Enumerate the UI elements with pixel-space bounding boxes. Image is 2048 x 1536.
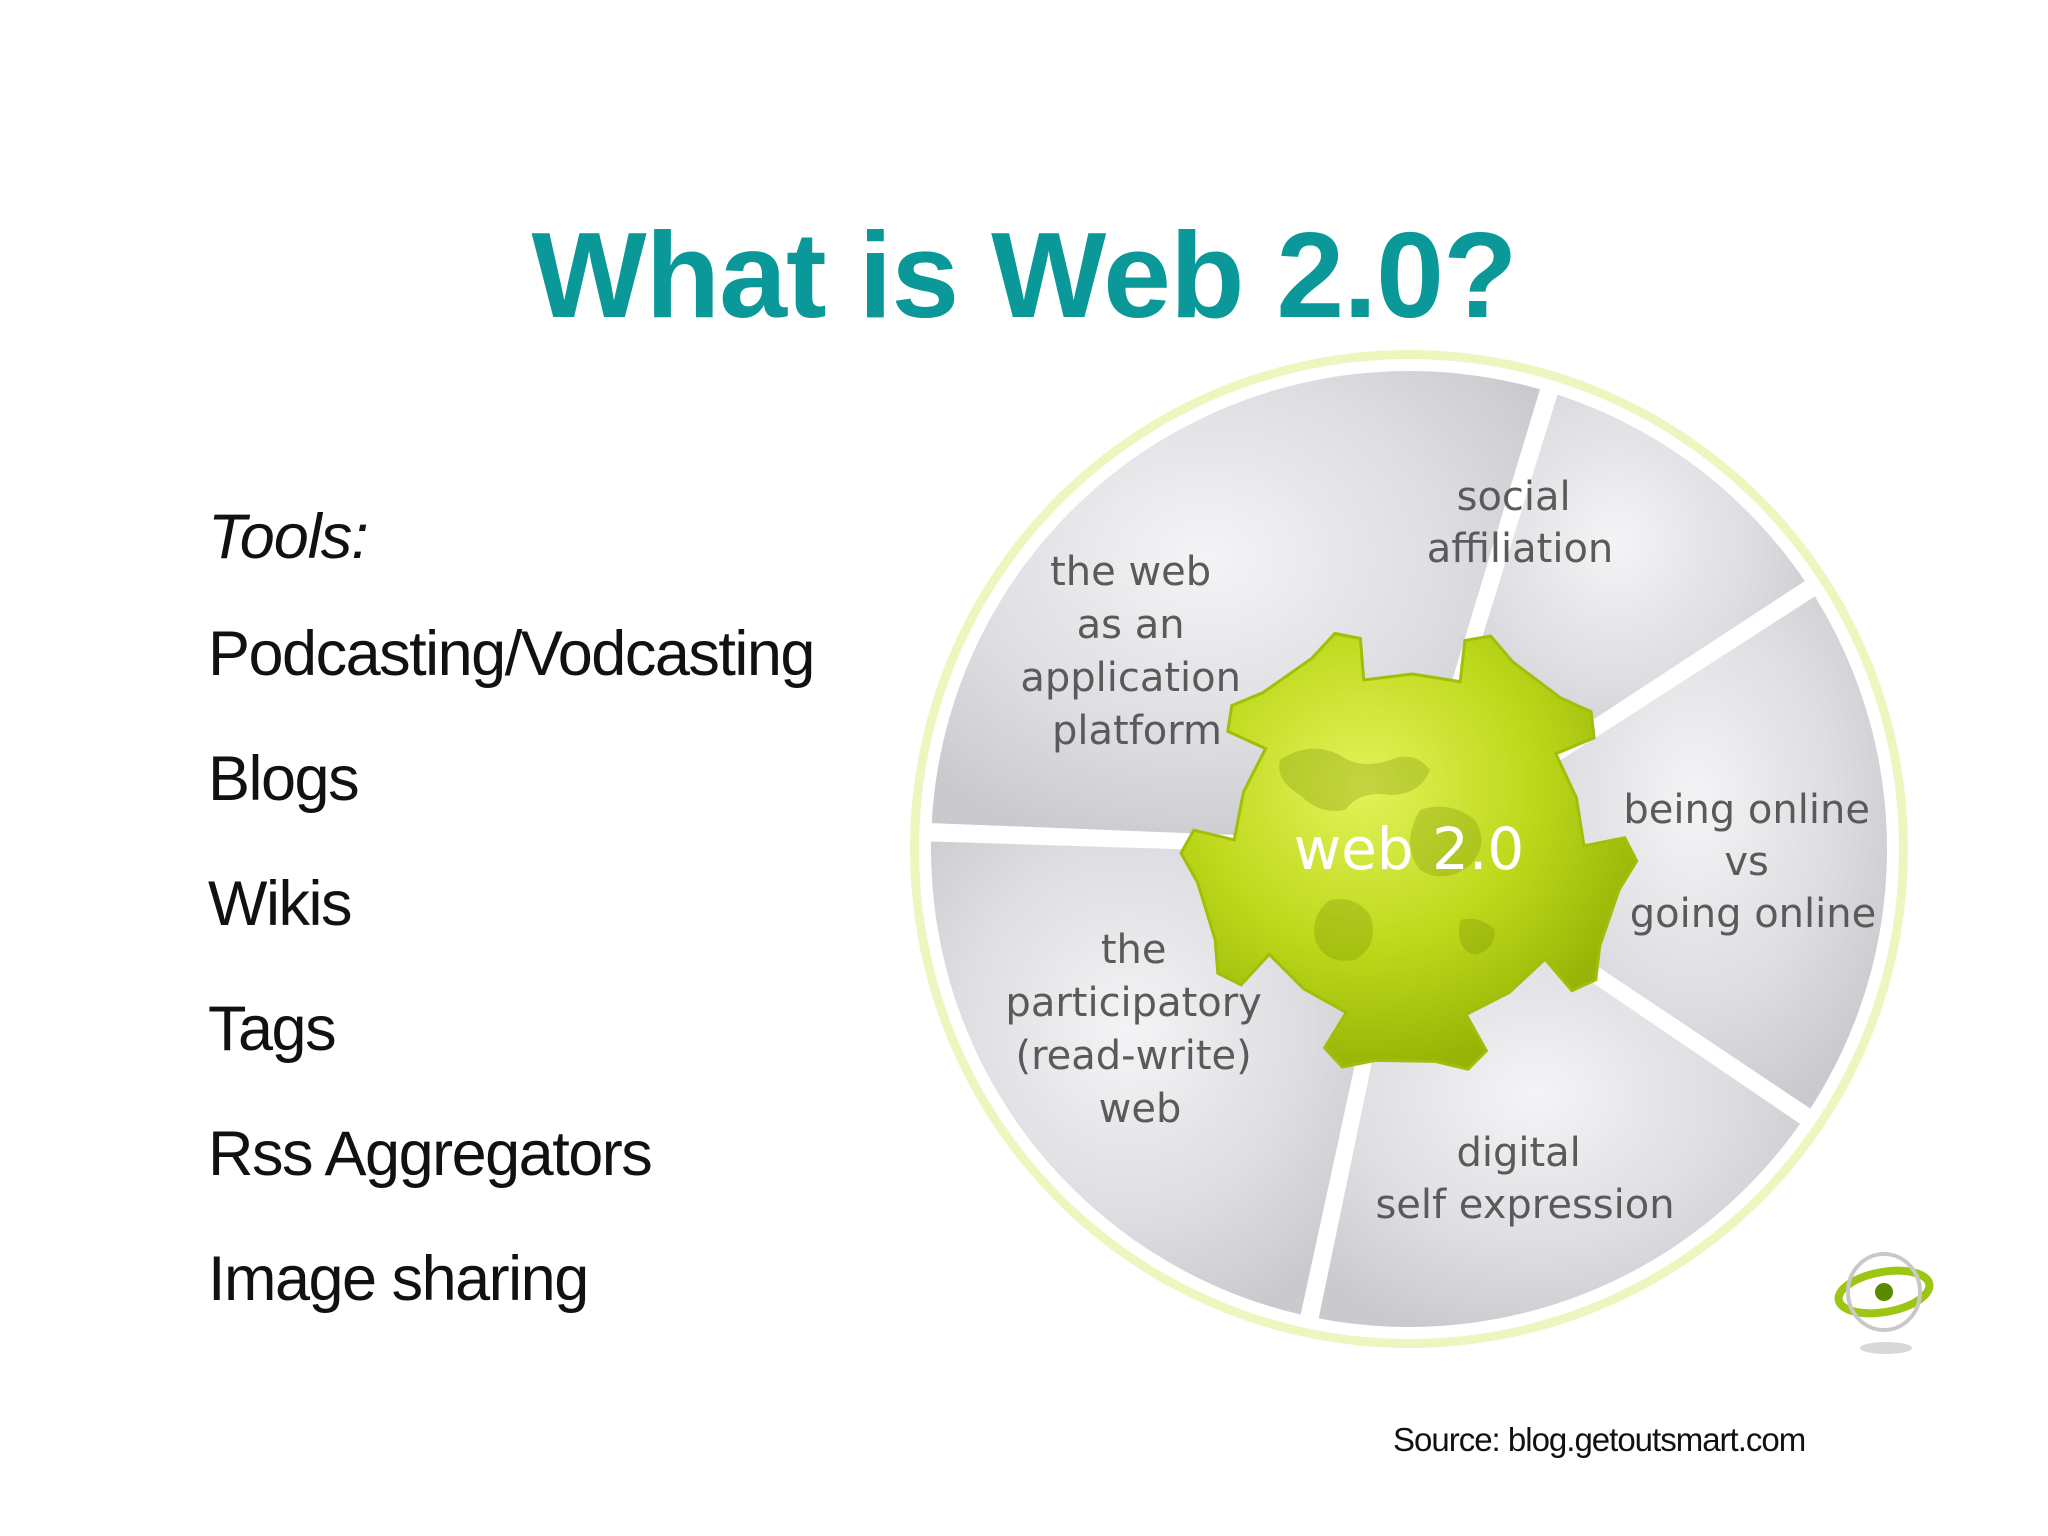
segment-label-participatory-web: the participatory (read-write) web: [1005, 927, 1274, 1132]
segment-label-being-online: being online vs going online: [1623, 787, 1882, 937]
segment-line: vs: [1724, 839, 1769, 885]
segment-line: platform: [1052, 708, 1222, 754]
tool-item-tags: Tags: [208, 994, 337, 1064]
globe-map-icon: [1279, 748, 1495, 961]
segment-label-application-platform: the web as an application platform: [1020, 549, 1253, 754]
tools-heading: Tools:: [208, 502, 369, 572]
segment-application-platform: [931, 371, 1540, 836]
segment-line: (read-write): [1015, 1033, 1251, 1079]
tool-item-wikis: Wikis: [208, 869, 352, 939]
segment-line: the web: [1050, 549, 1211, 595]
web20-wheel-diagram: social affiliation being online vs going…: [910, 350, 1934, 1354]
tool-item-rss-aggregators: Rss Aggregators: [208, 1119, 653, 1189]
hub-cog-shape: [1179, 631, 1639, 1071]
tool-item-image-sharing: Image sharing: [208, 1244, 589, 1314]
segment-label-social-affiliation: social affiliation: [1427, 474, 1614, 572]
web20-hub: web 2.0: [1179, 631, 1639, 1071]
segment-line: the: [1101, 927, 1167, 973]
tool-item-blogs: Blogs: [208, 744, 360, 814]
segment-line: going online: [1630, 891, 1876, 937]
segment-line: being online: [1623, 787, 1870, 833]
segment-line: affiliation: [1427, 526, 1614, 572]
segment-social-affiliation: [1460, 394, 1805, 761]
hub-label: web 2.0: [1294, 815, 1525, 883]
segment-line: application: [1020, 655, 1241, 701]
segment-line: web: [1099, 1086, 1182, 1132]
slide-title: What is Web 2.0?: [531, 207, 1517, 343]
segment-line: social: [1457, 474, 1571, 520]
segment-label-digital-self-expression: digital self expression: [1375, 1130, 1674, 1228]
segment-line: participatory: [1005, 980, 1261, 1026]
segment-being-online: [1537, 596, 1887, 1109]
atom-logo-icon: [1834, 1252, 1934, 1354]
segment-line: self expression: [1375, 1182, 1674, 1228]
segment-line: digital: [1456, 1130, 1580, 1176]
tool-item-podcasting: Podcasting/Vodcasting: [208, 619, 815, 689]
segment-line: as an: [1077, 602, 1185, 648]
source-citation: Source: blog.getoutsmart.com: [1393, 1421, 1806, 1458]
